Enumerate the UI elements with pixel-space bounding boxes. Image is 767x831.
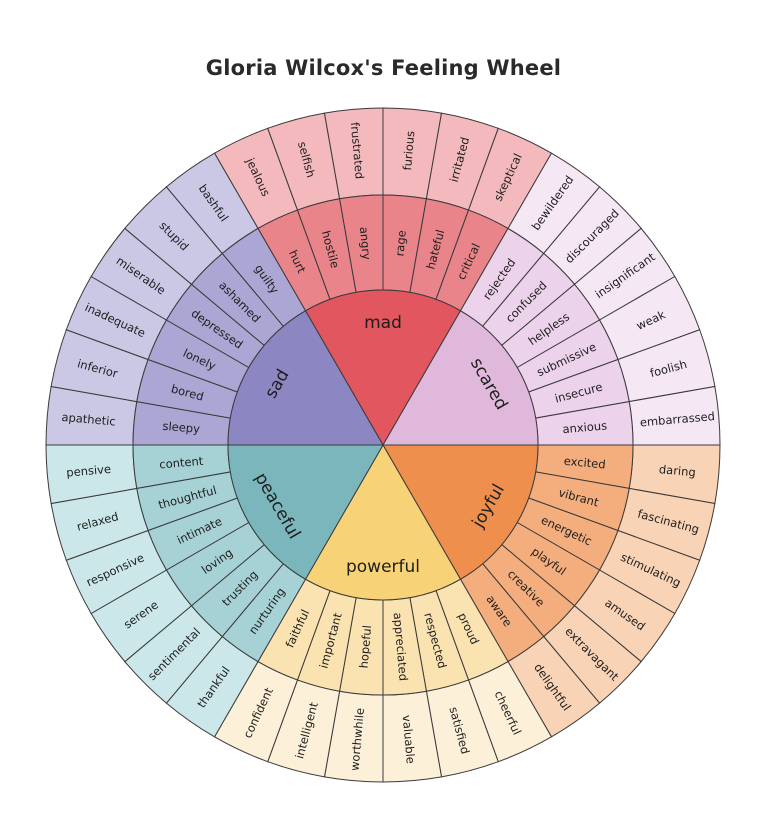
joyful-middle-label: excited <box>563 454 606 472</box>
mad-outer-label: furious <box>400 130 417 171</box>
joyful-outer-label: daring <box>658 462 696 479</box>
joyful-core-sector <box>382 444 539 580</box>
sad-middle-label: sleepy <box>162 419 201 436</box>
peaceful-middle-label: content <box>159 454 205 472</box>
sad-core-sector <box>227 310 384 446</box>
powerful-middle-label: hopeful <box>356 625 374 669</box>
mad-outer-label: frustrated <box>348 122 367 180</box>
powerful-middle-label: appreciated <box>391 612 411 682</box>
scared-core-sector <box>382 310 539 446</box>
mad-core-sector <box>304 289 462 446</box>
wheel-wedges <box>45 107 721 783</box>
peaceful-outer-label: pensive <box>66 462 112 480</box>
mad-middle-label: rage <box>393 230 409 257</box>
powerful-core-label: powerful <box>346 557 420 577</box>
sad-outer-label: apathetic <box>61 410 116 429</box>
mad-core-label: mad <box>364 313 402 333</box>
powerful-outer-label: worthwhile <box>348 707 367 771</box>
powerful-outer-label: valuable <box>400 714 418 764</box>
scared-middle-label: anxious <box>562 418 608 436</box>
scared-outer-label: embarrassed <box>639 409 715 430</box>
wheel-title: Gloria Wilcox's Feeling Wheel <box>205 56 562 80</box>
powerful-core-sector <box>304 444 462 601</box>
mad-middle-label: angry <box>357 226 374 260</box>
peaceful-core-sector <box>227 444 384 580</box>
